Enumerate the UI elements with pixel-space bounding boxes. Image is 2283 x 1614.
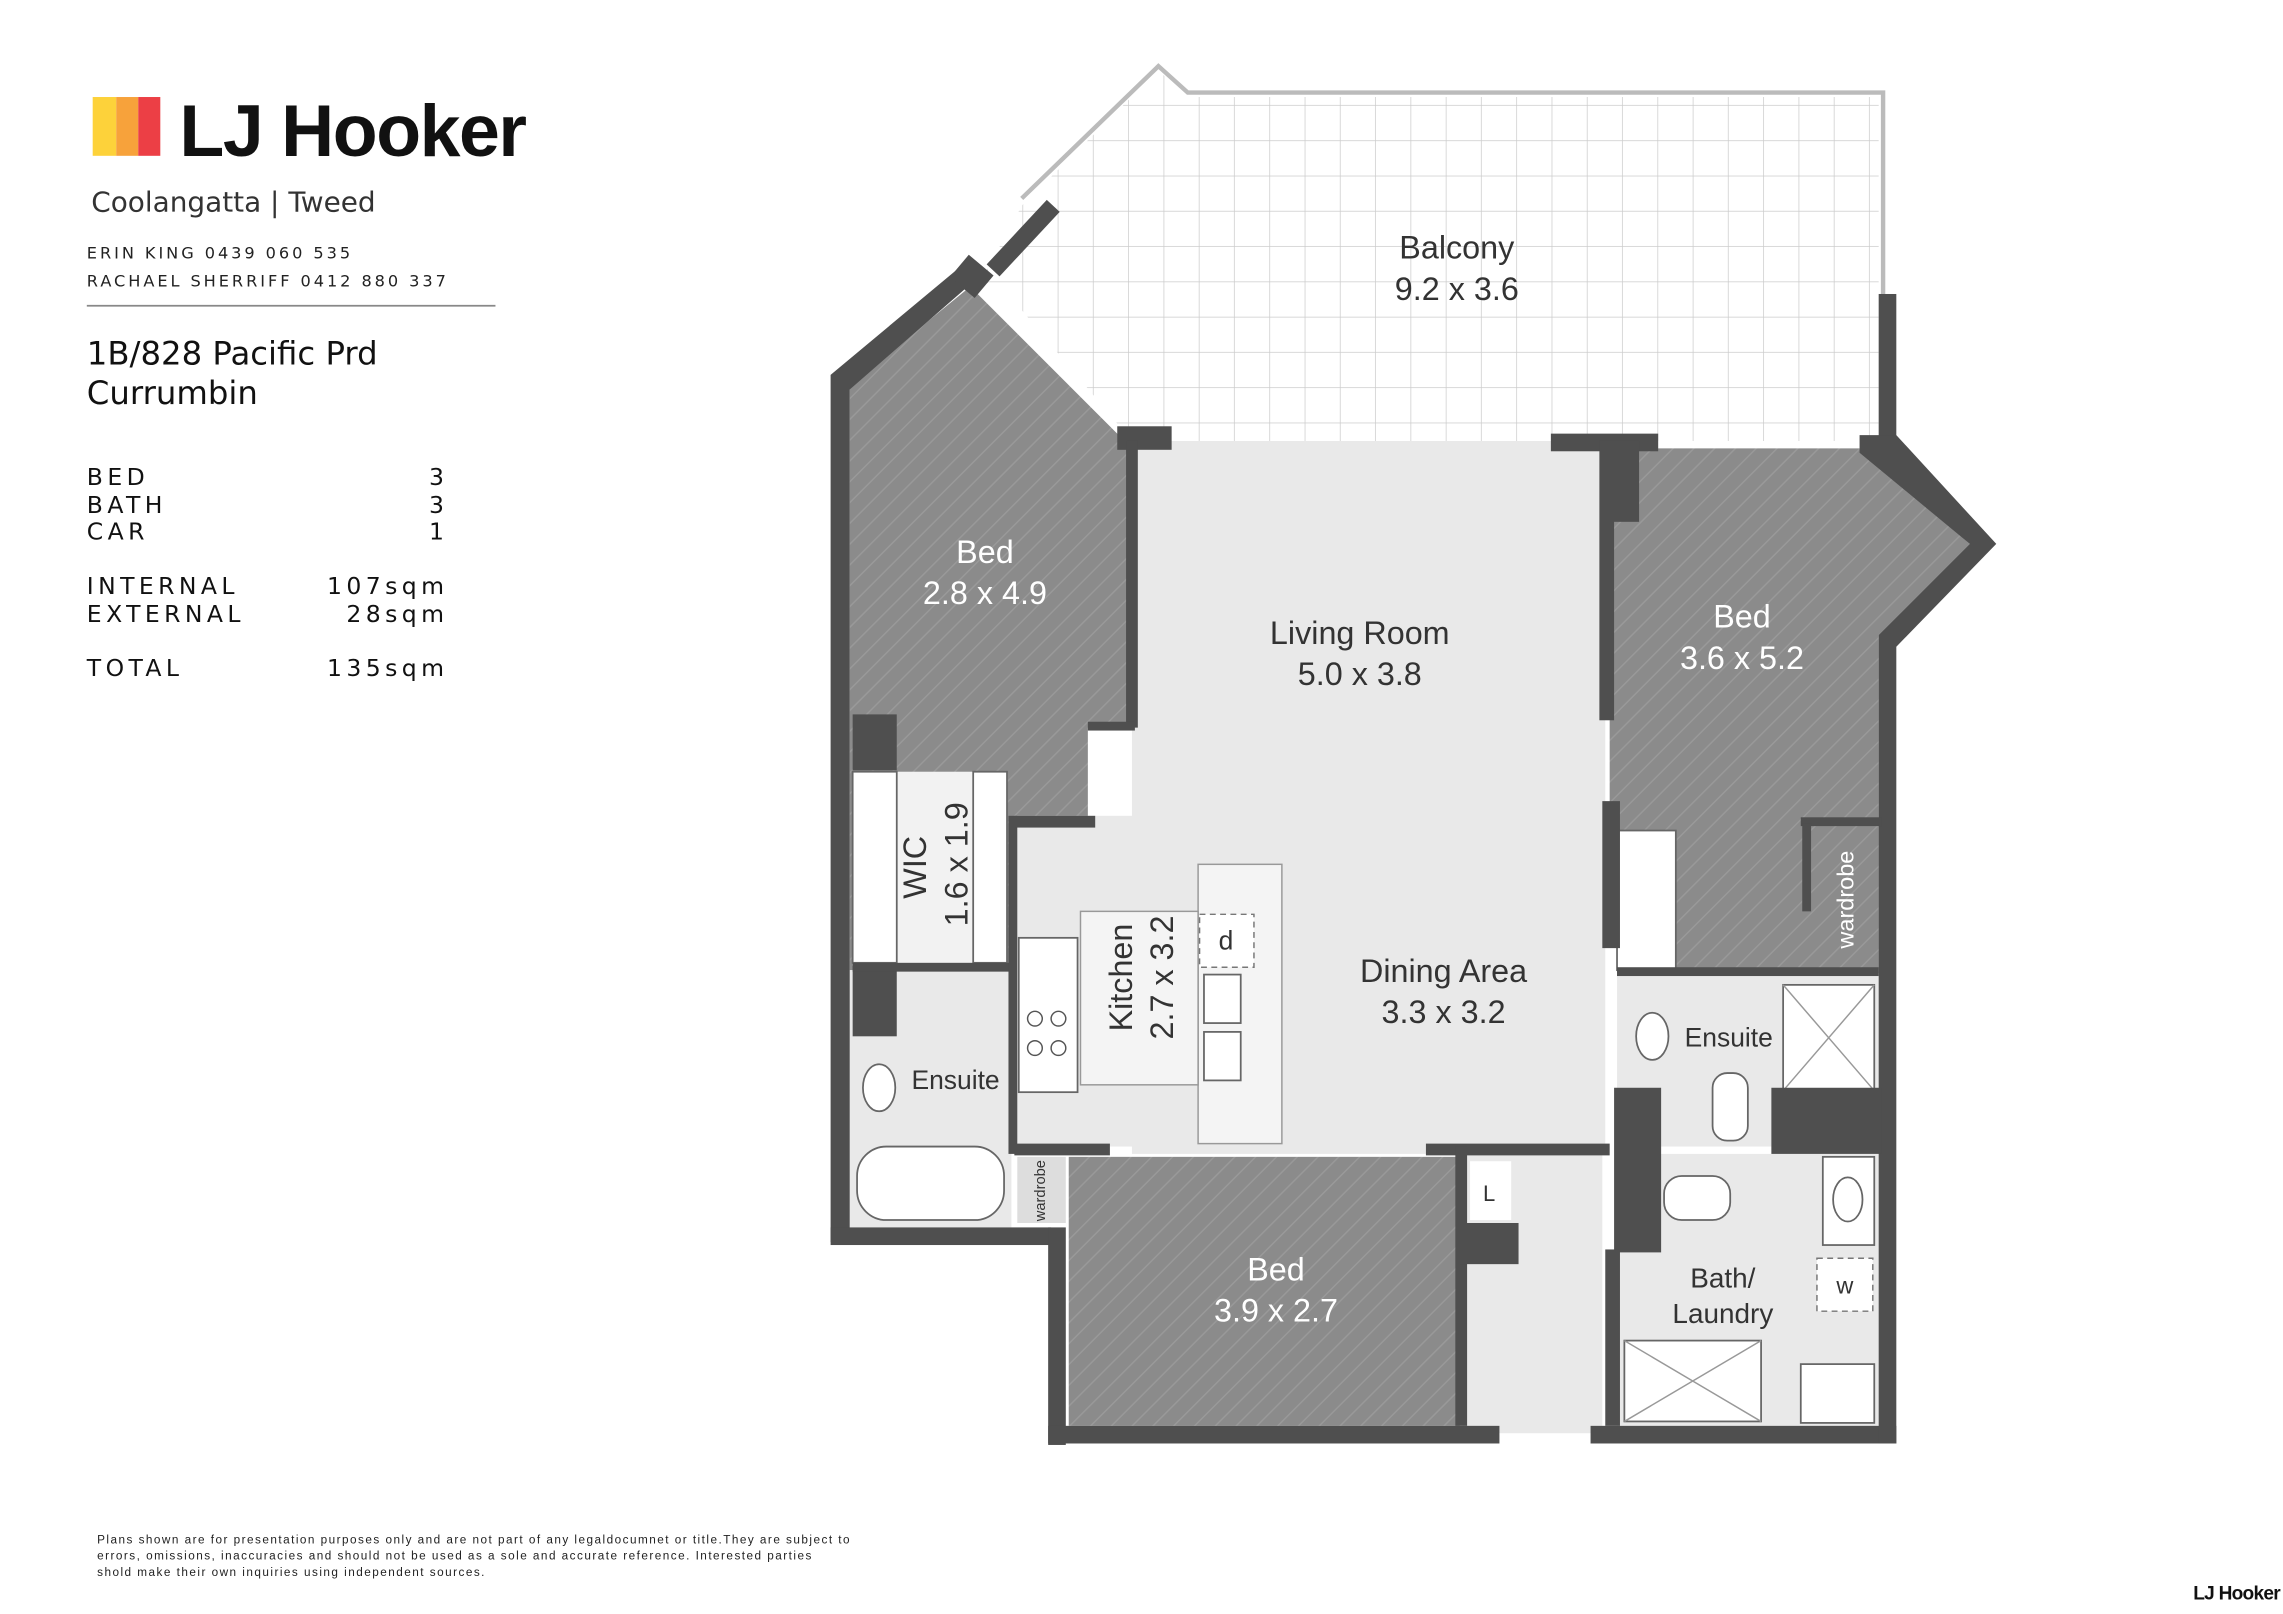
wardrobe-1-area	[1017, 1156, 1066, 1223]
linen-cupboard	[1470, 1161, 1512, 1221]
sink	[1203, 1031, 1242, 1082]
balcony-label: Balcony	[1399, 230, 1515, 266]
toilet	[1663, 1175, 1732, 1221]
living-room-label: Living Room	[1270, 615, 1450, 651]
spec-value: 28sqm	[346, 600, 448, 628]
bed-2-label: Bed	[1713, 599, 1771, 635]
agent-1: ERIN KING 0439 060 535	[87, 244, 353, 263]
spec-label: BED	[87, 463, 149, 491]
shower-cross	[1782, 984, 1875, 1092]
disclaimer-line-3: shold make their own inquiries using ind…	[97, 1566, 486, 1579]
balcony-size: 9.2 x 3.6	[1395, 271, 1519, 307]
wic-size: 1.6 x 1.9	[938, 802, 974, 926]
brand-name: LJ Hooker	[179, 89, 526, 172]
kitchen-label: Kitchen	[1103, 924, 1139, 1032]
ensuite-1-label: Ensuite	[911, 1065, 999, 1095]
cooktop-icon	[1026, 1010, 1067, 1057]
cooktop-bench	[1017, 936, 1079, 1094]
living-room-size: 5.0 x 3.8	[1298, 656, 1422, 692]
bedroom-3-area	[1068, 1156, 1460, 1426]
office-name: Coolangatta | Tweed	[91, 186, 375, 219]
lj-hooker-logo: LJ Hooker	[92, 89, 528, 172]
toilet	[1711, 1072, 1749, 1142]
address-line-2: Currumbin	[87, 374, 258, 412]
logo-bar-orange	[116, 97, 139, 156]
spec-value: 3	[429, 491, 448, 519]
logo-bar-red	[138, 97, 161, 156]
footer-logo: LJ Hooker	[2193, 1583, 2281, 1604]
spec-label: BATH	[87, 491, 167, 519]
wardrobe-1-label: wardrobe	[1033, 1160, 1049, 1222]
spec-value: 107sqm	[327, 572, 448, 600]
sink	[1203, 973, 1242, 1024]
dining-area-label: Dining Area	[1360, 953, 1527, 989]
logo-bar-yellow	[92, 97, 117, 156]
balcony-balustrade	[1020, 63, 1886, 294]
bed-1-size: 2.8 x 4.9	[923, 575, 1047, 611]
property-specs: BED 3 BATH 3 CAR 1 INTERNAL 107sqm EXTER…	[86, 463, 448, 682]
bed-1-label: Bed	[956, 534, 1014, 570]
spec-value: 3	[429, 463, 448, 491]
bedroom-2-area	[1609, 448, 1970, 974]
wic-shelf	[851, 770, 898, 964]
ensuite-2-label: Ensuite	[1685, 1023, 1773, 1053]
balcony-area	[982, 70, 1879, 441]
agent-2: RACHAEL SHERRIFF 0412 880 337	[87, 272, 449, 291]
walls	[830, 199, 1997, 1445]
kitchen-bench	[1079, 910, 1199, 1086]
linen-label: L	[1483, 1181, 1495, 1206]
disclaimer-line-1: Plans shown are for presentation purpose…	[97, 1533, 851, 1546]
spec-value: 135sqm	[327, 654, 448, 682]
spec-label: EXTERNAL	[87, 600, 245, 628]
wardrobe-2-label: wardrobe	[1833, 851, 1859, 950]
kitchen-size: 2.7 x 3.2	[1144, 916, 1180, 1040]
washer-label: w	[1835, 1273, 1854, 1299]
bath-laundry-label-2: Laundry	[1672, 1298, 1773, 1329]
wardrobe-2-area	[1811, 826, 1879, 974]
disclaimer-line-2: errors, omissions, inaccuracies and shou…	[97, 1550, 813, 1563]
dining-area-size: 3.3 x 3.2	[1382, 994, 1506, 1030]
bed-3-label: Bed	[1247, 1251, 1305, 1287]
bed-3-size: 3.9 x 2.7	[1214, 1292, 1338, 1328]
spec-label: INTERNAL	[87, 572, 239, 600]
floor-plan: Balcony 9.2 x 3.6 Bed 2.8 x 4.9 Living R…	[830, 63, 1997, 1445]
shower-cross	[1624, 1339, 1762, 1423]
robe	[1616, 829, 1677, 972]
wic-label: WIC	[897, 836, 933, 899]
spec-value: 1	[429, 517, 448, 545]
laundry-tub	[1799, 1363, 1876, 1424]
spec-label: TOTAL	[86, 654, 184, 682]
bathtub	[856, 1145, 1005, 1221]
bed-2-size: 3.6 x 5.2	[1680, 640, 1804, 676]
basin	[862, 1063, 897, 1113]
basin	[1635, 1011, 1670, 1061]
basin	[1832, 1176, 1864, 1223]
dishwasher-label: d	[1219, 926, 1234, 956]
address-line-1: 1B/828 Pacific Prd	[87, 335, 378, 373]
bath-laundry-label-1: Bath/	[1690, 1263, 1755, 1294]
washer-space	[1816, 1257, 1874, 1312]
spec-label: CAR	[87, 517, 149, 545]
wic-shelf	[972, 770, 1008, 964]
dishwasher-space	[1198, 913, 1255, 968]
